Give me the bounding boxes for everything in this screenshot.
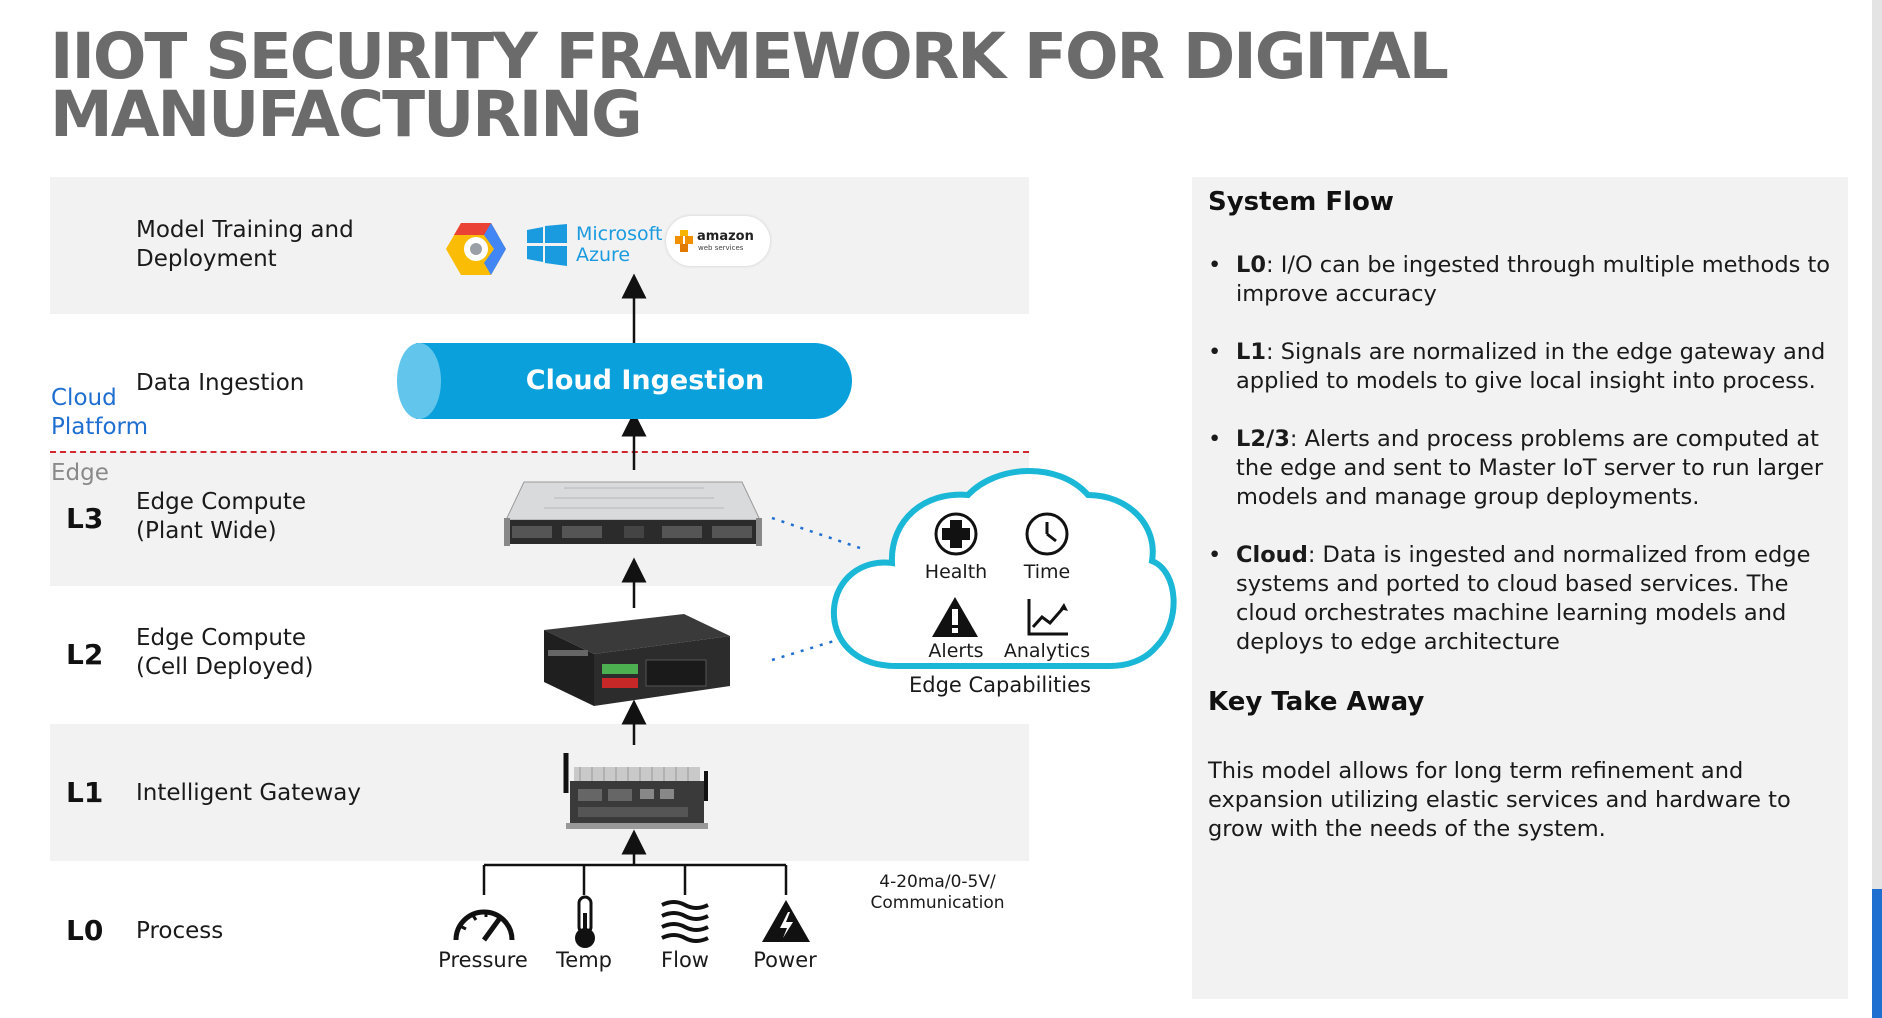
bullet-key: Cloud <box>1236 542 1308 568</box>
sensor-temp-label: Temp <box>556 948 612 972</box>
system-flow-heading: System Flow <box>1208 187 1394 217</box>
level-l0-tag: L0 <box>66 914 104 947</box>
google-cloud-icon <box>446 223 506 275</box>
level-l1-tag: L1 <box>66 776 104 809</box>
sensor-pressure-label: Pressure <box>438 948 528 972</box>
l2-label-line2: (Cell Deployed) <box>136 654 314 680</box>
cloud-ingestion-label: Cloud Ingestion <box>525 365 765 396</box>
scrollbar-thumb[interactable] <box>1872 889 1882 1018</box>
capability-time-label: Time <box>1023 561 1071 583</box>
bullet-text: : I/O can be ingested through multiple m… <box>1236 252 1831 307</box>
l3-label: Edge Compute (Plant Wide) <box>136 488 306 546</box>
windows-logo-icon <box>527 224 567 266</box>
bullet-key: L2/3 <box>1236 426 1290 452</box>
edge-capabilities-cloud <box>830 468 1177 669</box>
rack-server-icon <box>504 481 762 546</box>
bullet-text: : Alerts and process problems are comput… <box>1236 426 1824 510</box>
flow-bullet-l0: L0: I/O can be ingested through multiple… <box>1208 251 1838 309</box>
key-takeaway-heading: Key Take Away <box>1208 687 1425 717</box>
analytics-icon <box>1027 599 1068 636</box>
level-l3-tag: L3 <box>66 502 104 535</box>
clock-icon <box>1025 512 1069 556</box>
azure-line2: Azure <box>576 244 631 266</box>
zone-cloud-line1: Cloud <box>51 385 117 411</box>
azure-line1: Microsoft <box>576 223 663 245</box>
zone-cloud-line2: Platform <box>51 414 148 440</box>
comm-line2: Communication <box>870 893 1005 913</box>
bullet-text: : Signals are normalized in the edge gat… <box>1236 339 1826 394</box>
flow-bullet-l23: L2/3: Alerts and process problems are co… <box>1208 425 1838 512</box>
capability-alerts-label: Alerts <box>928 640 984 662</box>
l1-label: Intelligent Gateway <box>136 780 361 806</box>
zone-edge-label: Edge <box>51 460 109 486</box>
communication-note: 4-20ma/0-5V/ Communication <box>860 872 1015 914</box>
l3-label-line1: Edge Compute <box>136 489 307 515</box>
aws-subtext: web services <box>698 244 744 252</box>
system-flow-list: L0: I/O can be ingested through multiple… <box>1208 251 1838 686</box>
l3-label-line2: (Plant Wide) <box>136 518 277 544</box>
bullet-text: : Data is ingested and normalized from e… <box>1236 542 1811 655</box>
thermometer-icon <box>575 895 595 948</box>
sensor-power-label: Power <box>753 948 817 972</box>
edge-compute-box-icon <box>544 614 730 706</box>
model-training-label: Model Training and Deployment <box>136 217 354 272</box>
flow-bullet-cloud: Cloud: Data is ingested and normalized f… <box>1208 541 1838 657</box>
gauge-icon <box>453 909 515 942</box>
band-l1 <box>50 724 1029 861</box>
flow-bullet-l1: L1: Signals are normalized in the edge g… <box>1208 338 1838 396</box>
level-l2-tag: L2 <box>66 638 104 671</box>
bullet-key: L0 <box>1236 252 1266 278</box>
comm-line1: 4-20ma/0-5V/ <box>879 872 996 892</box>
alert-icon <box>932 597 978 637</box>
azure-label: Microsoft Azure <box>576 224 662 266</box>
health-icon <box>934 512 978 556</box>
dotted-connector-l2 <box>771 639 835 662</box>
l0-label: Process <box>136 918 224 944</box>
capability-analytics-label: Analytics <box>1003 640 1091 662</box>
gateway-device-icon <box>563 753 708 829</box>
flow-icon <box>661 900 709 943</box>
system-flow-panel: System Flow L0: I/O can be ingested thro… <box>1192 177 1848 999</box>
cloud-ingestion-pipe <box>397 343 852 419</box>
edge-capabilities-caption: Edge Capabilities <box>908 673 1092 697</box>
band-model-training <box>50 177 1029 314</box>
aws-logo: amazon web services <box>666 216 770 266</box>
capability-health-label: Health <box>924 561 988 583</box>
sensor-flow-label: Flow <box>661 948 709 972</box>
bullet-key: L1 <box>1236 339 1266 365</box>
scrollbar-track[interactable] <box>1872 0 1882 1018</box>
page-title: IIOT SECURITY FRAMEWORK FOR DIGITAL MANU… <box>50 20 1449 151</box>
data-ingestion-label: Data Ingestion <box>136 370 305 396</box>
cloud-edge-boundary <box>50 451 1029 453</box>
zone-cloud-label: Cloud Platform <box>51 384 148 442</box>
aws-wordmark: amazon <box>697 229 754 244</box>
l2-label: Edge Compute (Cell Deployed) <box>136 624 314 682</box>
l2-label-line1: Edge Compute <box>136 625 307 651</box>
aws-cubes-icon <box>675 230 693 252</box>
key-takeaway-text: This model allows for long term refineme… <box>1208 758 1791 842</box>
power-icon <box>762 900 810 942</box>
